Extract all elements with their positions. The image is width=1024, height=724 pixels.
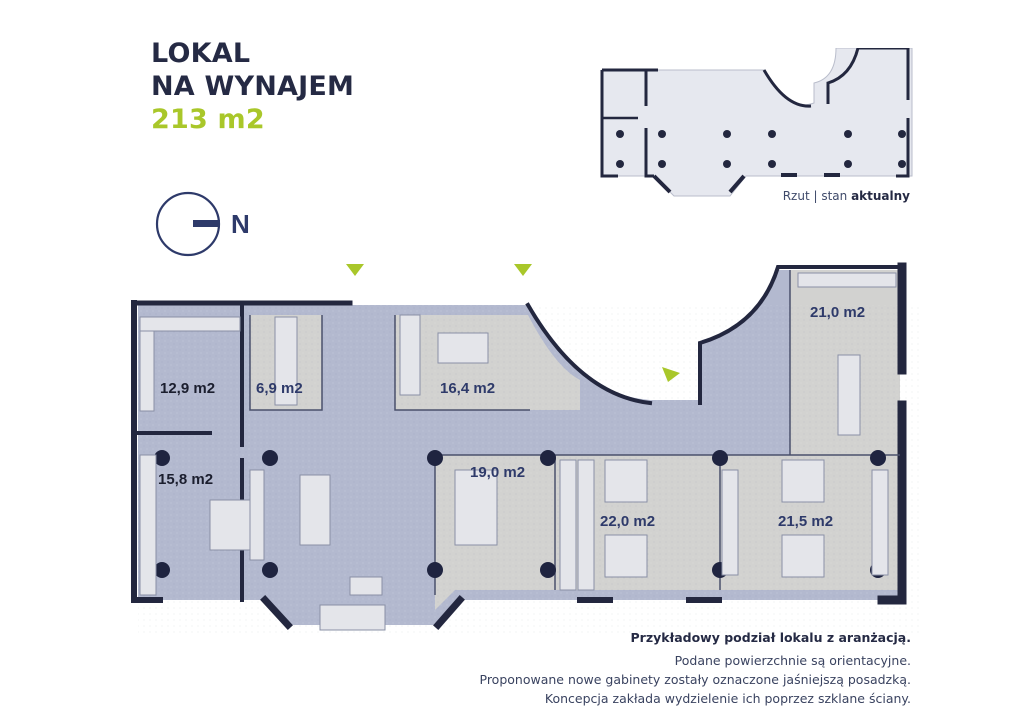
north-arrow-icon: N bbox=[155, 191, 250, 257]
title-line-1: LOKAL bbox=[151, 38, 251, 69]
room-area-label: 6,9 m2 bbox=[256, 380, 303, 397]
room-area-label: 22,0 m2 bbox=[600, 513, 655, 530]
room-area-label: 16,4 m2 bbox=[440, 380, 495, 397]
caption-bold: aktualny bbox=[851, 189, 910, 203]
room-area-label: 21,0 m2 bbox=[810, 304, 865, 321]
note-line: Proponowane nowe gabinety zostały oznacz… bbox=[479, 672, 912, 687]
listing-title: LOKAL NA WYNAJEM 213 m2 bbox=[151, 37, 354, 136]
room-area-label: 21,5 m2 bbox=[778, 513, 833, 530]
plan-notes: Przykładowy podział lokalu z aranżacją. … bbox=[480, 628, 912, 708]
current-state-caption: Rzut | stan aktualny bbox=[783, 189, 910, 203]
room-area-label: 12,9 m2 bbox=[160, 380, 215, 397]
title-line-2: NA WYNAJEM bbox=[151, 71, 355, 102]
room-area-label: 15,8 m2 bbox=[158, 471, 213, 488]
room-area-label: 19,0 m2 bbox=[470, 464, 525, 481]
north-label: N bbox=[231, 209, 250, 239]
caption-prefix: Rzut | stan bbox=[782, 189, 852, 203]
note-line: Koncepcja zakłada wydzielenie ich poprze… bbox=[544, 691, 911, 706]
current-state-plan bbox=[596, 46, 916, 208]
proposed-floor-plan: 12,9 m2 6,9 m2 16,4 m2 21,0 m2 15,8 m2 1… bbox=[110, 255, 928, 655]
entrance-marker-icon bbox=[346, 264, 680, 382]
total-area: 213 m2 bbox=[151, 104, 265, 135]
north-indicator: N bbox=[153, 190, 273, 260]
notes-heading: Przykładowy podział lokalu z aranżacją. bbox=[630, 630, 912, 645]
note-line: Podane powierzchnie są orientacyjne. bbox=[674, 653, 911, 668]
